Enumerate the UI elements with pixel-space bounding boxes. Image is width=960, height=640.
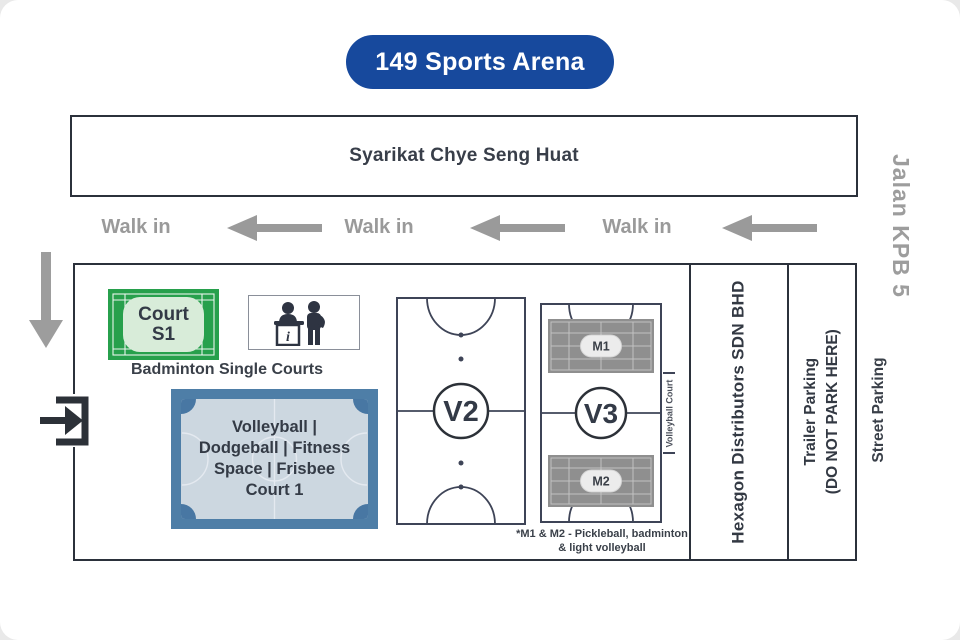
building-syarikat: Syarikat Chye Seng Huat [70,115,858,197]
court-m1-lines-icon [550,321,652,371]
trailer-parking-label: Trailer Parking (DO NOT PARK HERE) [800,329,843,494]
volleyball-court-tick-top [663,372,675,374]
volleyball-court-tick-bottom [663,452,675,454]
info-letter: i [286,330,290,345]
court-v2: V2 [396,297,526,525]
m-courts-note-line1: *M1 & M2 - Pickleball, badminton [516,528,688,540]
building-syarikat-label: Syarikat Chye Seng Huat [349,145,579,166]
entrance-icon [40,394,90,447]
court-1: Volleyball | Dodgeball | Fitness Space |… [171,389,378,529]
badminton-caption: Badminton Single Courts [131,361,323,378]
court-1-label-line1: Volleyball | [231,417,317,436]
court-m2-label-pill: M2 [580,469,622,493]
trailer-parking-column: Trailer Parking (DO NOT PARK HERE) [787,265,855,559]
trailer-parking-line1: Trailer Parking [802,358,820,466]
walk-in-label-2: Walk in [344,216,414,238]
neighbor-hexagon-column: Hexagon Distributors SDN BHD [689,265,787,559]
court-s1-label-blob: Court S1 [123,297,204,352]
court-s1-label-line2: S1 [151,323,176,345]
court-1-surface: Volleyball | Dodgeball | Fitness Space |… [181,399,368,519]
walk-in-label-1: Walk in [101,216,171,238]
court-v3-label: V3 [584,398,618,429]
info-desk-icon: i [274,300,325,346]
volleyball-court-label: Volleyball Court [664,379,675,448]
court-1-label-line3: Space | Frisbee [213,460,336,478]
page-title-badge: 149 Sports Arena [346,35,614,89]
street-parking-label: Street Parking [870,357,887,463]
court-1-label-line4: Court 1 [245,481,304,500]
neighbor-hexagon-label: Hexagon Distributors SDN BHD [729,280,748,544]
court-m1-label: M1 [592,339,610,353]
court-s1-label-line1: Court [138,304,189,326]
trailer-parking-line2: (DO NOT PARK HERE) [824,329,842,495]
court-m1-label-pill: M1 [580,334,622,358]
arena-floor-plan: Court S1 Badminton Single Courts i [73,263,857,561]
walk-in-arrow-1-icon [227,215,322,241]
court-1-label: Volleyball | Dodgeball | Fitness Space |… [181,399,368,519]
court-m2-label: M2 [592,474,610,488]
down-arrow-icon [29,252,63,348]
walk-in-label-3: Walk in [602,216,672,238]
walk-in-arrow-3-icon [722,215,817,241]
court-m2-lines-icon [550,457,652,505]
court-m1: M1 [548,319,654,373]
court-1-label-line2: Dodgeball | Fitness [198,438,351,457]
m-courts-note-line2: & light volleyball [558,542,646,555]
court-m2: M2 [548,455,654,507]
road-label-jalan-kpb-5: Jalan KPB 5 [888,154,914,298]
court-v2-label: V2 [443,396,478,428]
info-desk-box: i [248,295,360,350]
page-title: 149 Sports Arena [375,47,585,76]
walk-in-arrow-2-icon [470,215,565,241]
m-courts-note: *M1 & M2 - Pickleball, badminton & light… [504,527,700,556]
court-s1: Court S1 [108,289,219,360]
court-1-lines-icon [181,399,368,519]
